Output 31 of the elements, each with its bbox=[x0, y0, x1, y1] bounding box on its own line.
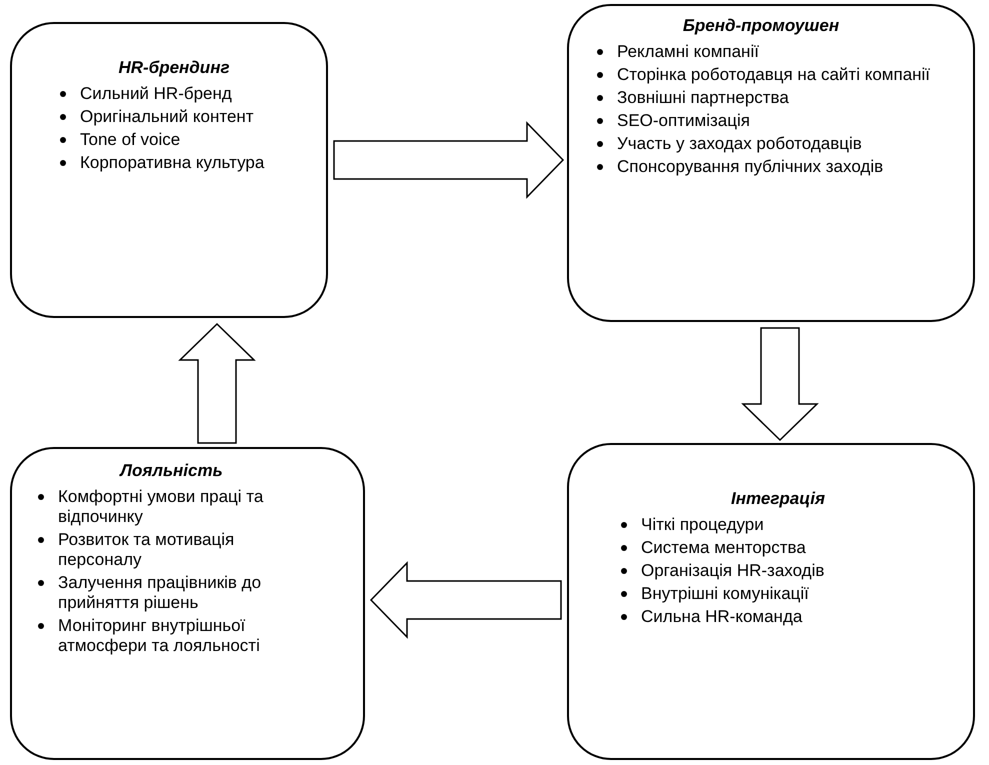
bullet-item: Оригінальний контент bbox=[80, 107, 254, 126]
bullet-item: Корпоративна культура bbox=[80, 153, 264, 172]
bullet-item: Рекламні компанії bbox=[617, 42, 759, 61]
box-title: Інтеграція bbox=[730, 489, 826, 509]
block-arrow bbox=[370, 561, 562, 639]
rounded-box bbox=[567, 4, 975, 322]
bullet-item: Tone of voice bbox=[80, 130, 180, 149]
bullet-item: Організація HR-заходів bbox=[641, 561, 824, 580]
bullet-item: Сторінка роботодавця на сайті компанії bbox=[617, 65, 930, 84]
box-title: HR-брендинг bbox=[117, 58, 231, 78]
block-arrow bbox=[741, 327, 819, 442]
rounded-box bbox=[10, 447, 365, 760]
bullet-item: Сильна HR-команда bbox=[641, 607, 802, 626]
bullet-item: SEO-оптимізація bbox=[617, 111, 750, 130]
bullet-item: Чіткі процедури bbox=[641, 515, 764, 534]
box-title: Лояльність bbox=[118, 461, 224, 481]
rounded-box bbox=[10, 22, 328, 318]
bullet-item: Комфортні умови праці та відпочинку bbox=[58, 487, 264, 526]
rounded-box bbox=[567, 443, 975, 760]
bullet-item: Внутрішні комунікації bbox=[641, 584, 809, 603]
bullet-item: Спонсорування публічних заходів bbox=[617, 157, 884, 176]
block-arrow bbox=[333, 121, 564, 199]
bullet-item: Моніторинг внутрішньої атмосфери та лояльності bbox=[58, 616, 260, 655]
bullet-item: Участь у заходах роботодавців bbox=[617, 134, 862, 153]
box-title: Бренд-промоушен bbox=[682, 16, 840, 36]
bullet-item: Система менторства bbox=[641, 538, 806, 557]
bullet-item: Зовнішні партнерства bbox=[617, 88, 789, 107]
block-arrow bbox=[178, 322, 256, 444]
bullet-item: Розвиток та мотивація персоналу bbox=[58, 530, 234, 569]
bullet-item: Залучення працівників до прийняття рішень bbox=[58, 573, 262, 612]
bullet-item: Сильний HR-бренд bbox=[80, 84, 232, 103]
